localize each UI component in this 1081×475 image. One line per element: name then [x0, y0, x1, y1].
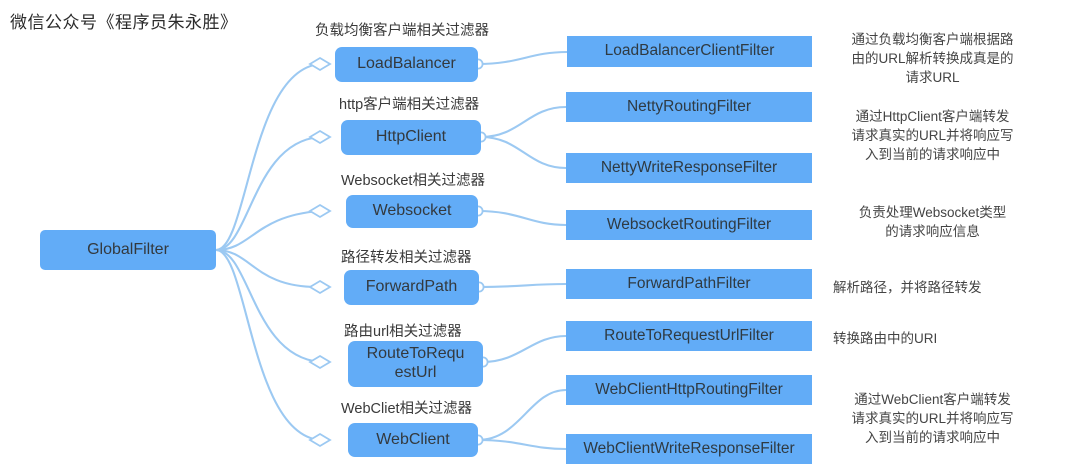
edge-root-httpclient: [214, 135, 322, 252]
diamond-marker-websocket: [308, 203, 332, 219]
description-loadbalancer: 通过负载均衡客户端根据路 由的URL解析转换成真是的 请求URL: [851, 32, 1014, 86]
branch-label-forwardpath: 路径转发相关过滤器: [341, 250, 472, 266]
leaf-node-forwardpathfilter[interactable]: ForwardPathFilter: [566, 269, 812, 299]
edge-root-webclient: [214, 248, 322, 442]
edge-root-loadbalancer: [214, 62, 322, 252]
leaf-node-nettyroutingfilter[interactable]: NettyRoutingFilter: [566, 92, 812, 122]
edge-webclient-filter-2: [476, 438, 568, 451]
leaf-node-webclientwriteresponsefilter[interactable]: WebClientWriteResponseFilter: [566, 434, 812, 464]
mid-node-routetorequesturl[interactable]: RouteToRequ estUrl: [348, 341, 483, 387]
edge-routetorequesturl-filter-1: [481, 334, 568, 364]
mid-node-httpclient[interactable]: HttpClient: [341, 120, 481, 155]
description-httpclient: 通过HttpClient客户端转发 请求真实的URL并将响应写 入到当前的请求响…: [851, 109, 1014, 163]
branch-label-webclient: WebCliet相关过滤器: [341, 401, 473, 417]
diamond-marker-loadbalancer: [308, 56, 332, 72]
edge-websocket-filter-1: [476, 209, 568, 227]
branch-label-loadbalancer: 负载均衡客户端相关过滤器: [315, 23, 489, 39]
edge-httpclient-filter-1: [479, 105, 568, 139]
mid-node-forwardpath[interactable]: ForwardPath: [344, 270, 479, 305]
description-webclient: 通过WebClient客户端转发 请求真实的URL并将响应写 入到当前的请求响应…: [851, 392, 1014, 446]
leaf-node-routetorequesturlfilter[interactable]: RouteToRequestUrlFilter: [566, 321, 812, 351]
edge-root-websocket: [214, 209, 322, 252]
description-forwardpath: 解析路径，并将路径转发: [833, 280, 982, 295]
description-routetorequesturl: 转换路由中的URI: [833, 331, 938, 346]
edge-root-forwardpath: [214, 248, 322, 289]
diamond-marker-webclient: [308, 432, 332, 448]
branch-label-routetorequesturl: 路由url相关过滤器: [344, 324, 462, 340]
leaf-node-loadbalancerclientfilter[interactable]: LoadBalancerClientFilter: [567, 36, 812, 67]
edge-webclient-filter-1: [476, 388, 568, 442]
mid-node-loadbalancer[interactable]: LoadBalancer: [335, 47, 478, 82]
branch-label-websocket: Websocket相关过滤器: [341, 173, 485, 189]
leaf-node-nettywriteresponsefilter[interactable]: NettyWriteResponseFilter: [566, 153, 812, 183]
leaf-node-webclienthttproutingfilter[interactable]: WebClientHttpRoutingFilter: [566, 375, 812, 405]
edge-root-routetorequesturl: [214, 248, 322, 364]
edge-forwardpath-filter-1: [477, 282, 568, 289]
mid-node-webclient[interactable]: WebClient: [348, 423, 478, 457]
edge-loadbalancer-filter-1: [476, 50, 569, 66]
diamond-marker-routetorequesturl: [308, 354, 332, 370]
diamond-marker-httpclient: [308, 129, 332, 145]
description-websocket: 负责处理Websocket类型 的请求响应信息: [858, 205, 1007, 240]
diamond-marker-forwardpath: [308, 279, 332, 295]
leaf-node-websocketroutingfilter[interactable]: WebsocketRoutingFilter: [566, 210, 812, 240]
branch-label-httpclient: http客户端相关过滤器: [339, 97, 480, 113]
edge-httpclient-filter-2: [479, 135, 568, 170]
watermark-text: 微信公众号《程序员朱永胜》: [10, 13, 238, 32]
mid-node-websocket[interactable]: Websocket: [346, 195, 478, 228]
root-node-globalfilter[interactable]: GlobalFilter: [40, 230, 216, 270]
